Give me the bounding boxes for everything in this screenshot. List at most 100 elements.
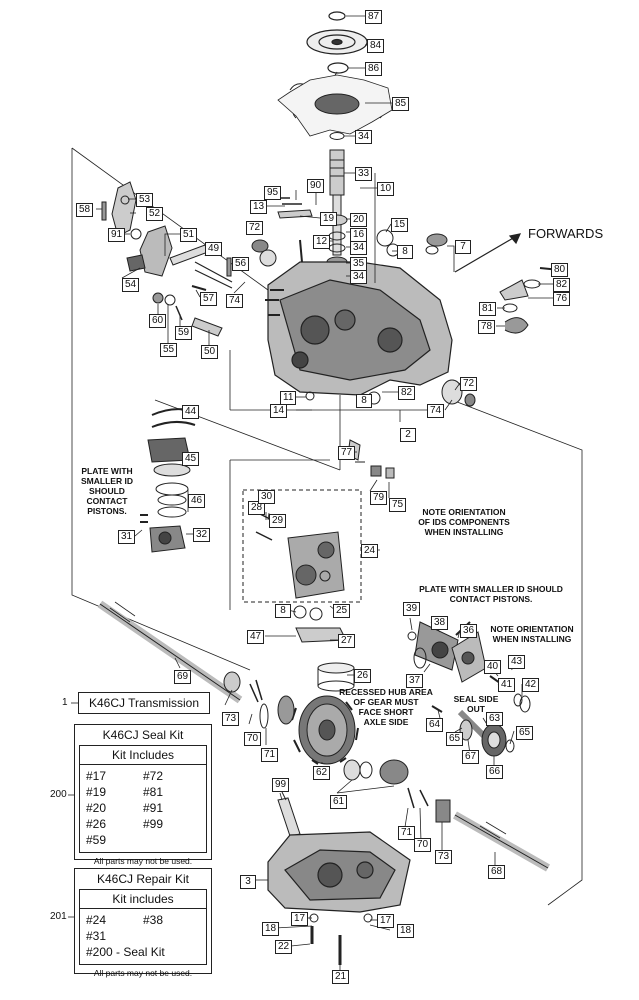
kit-item: #200 - Seal Kit (86, 945, 165, 959)
right-axle (407, 787, 550, 872)
part-number: 36 (460, 624, 478, 638)
forwards-label: FORWARDS (528, 226, 604, 241)
note-line: NOTE ORIENTATION (422, 507, 506, 517)
part-number: 18 (262, 922, 280, 936)
part-number: 51 (180, 228, 198, 242)
part-number: 19 (320, 212, 338, 226)
part-number: 74 (427, 404, 445, 418)
part-number: 72 (460, 377, 478, 391)
note-plate-left: PLATE WITH SMALLER ID SHOULD CONTACT PIS… (70, 466, 144, 516)
part-number: 29 (269, 514, 287, 528)
bevel-gears (343, 759, 409, 785)
repair-kit-box: K46CJ Repair Kit Kit includes #24 #38 #3… (74, 868, 212, 978)
part-number: 2 (400, 428, 416, 442)
part-number: 25 (333, 604, 351, 618)
seal-kit-footer: All parts may not be used. (93, 856, 193, 866)
part-number: 81 (479, 302, 497, 316)
note-line: SHOULD (89, 486, 125, 496)
part-number: 56 (232, 257, 250, 271)
kit-item: #17 (86, 769, 107, 783)
part-number: 17 (291, 912, 309, 926)
note-line: OUT (467, 704, 485, 714)
part-number: 42 (522, 678, 540, 692)
part-number: 43 (508, 655, 526, 669)
note-recessed-hub: RECESSED HUB AREA OF GEAR MUST FACE SHOR… (330, 687, 442, 727)
part-number: 55 (160, 343, 178, 357)
part-number: 71 (261, 748, 279, 762)
part-number: 34 (350, 241, 368, 255)
repair-kit-inner: Kit includes #24 #38 #31 #200 - Seal Kit (79, 889, 207, 965)
note-line: PLATE WITH (81, 466, 133, 476)
part-number: 99 (272, 778, 290, 792)
pulley-group (306, 11, 368, 74)
part-number: 73 (222, 712, 240, 726)
title-ref-number: 1 (62, 697, 68, 708)
note-plate-right: PLATE WITH SMALLER ID SHOULD CONTACT PIS… (419, 584, 563, 604)
note-line: OF IDS COMPONENTS (418, 517, 510, 527)
part-number: 38 (431, 616, 449, 630)
part-number: 33 (355, 167, 373, 181)
part-number: 77 (338, 446, 356, 460)
part-number: 35 (350, 257, 368, 271)
part-number: 47 (247, 630, 265, 644)
note-seal-side: SEAL SIDE OUT (446, 694, 506, 714)
part-number: 8 (275, 604, 291, 618)
part-number: 14 (270, 404, 288, 418)
part-number: 10 (377, 182, 395, 196)
part-number: 37 (406, 674, 424, 688)
part-number: 84 (367, 39, 385, 53)
part-number: 80 (551, 263, 569, 277)
pump-parts (407, 621, 531, 713)
part-number: 87 (365, 10, 383, 24)
transmission-title: K46CJ Transmission (88, 696, 200, 710)
part-number: 91 (108, 228, 126, 242)
part-number: 22 (275, 940, 293, 954)
note-line: OF GEAR MUST (353, 697, 419, 707)
part-number: 27 (338, 634, 356, 648)
kit-item: #59 (86, 833, 107, 847)
part-number: 20 (350, 213, 368, 227)
bull-gear (249, 679, 359, 765)
kit-item: #99 (143, 817, 164, 831)
seal-kit-includes: Kit Includes (80, 748, 206, 765)
note-line: RECESSED HUB AREA (339, 687, 433, 697)
part-number: 50 (201, 345, 219, 359)
part-number: 69 (174, 670, 192, 684)
part-number: 85 (392, 97, 410, 111)
part-number: 75 (389, 498, 407, 512)
part-number: 82 (553, 278, 571, 292)
part-number: 34 (350, 270, 368, 284)
lower-housing (267, 831, 411, 913)
filter-parts (293, 605, 355, 692)
part-number: 70 (414, 838, 432, 852)
repair-kit-items: #24 #38 #31 #200 - Seal Kit (86, 912, 200, 960)
part-number: 39 (403, 602, 421, 616)
seal-kit-title: K46CJ Seal Kit (102, 728, 184, 742)
note-orientation-right: NOTE ORIENTATION WHEN INSTALLING (484, 624, 580, 644)
part-number: 15 (391, 218, 409, 232)
note-line: WHEN INSTALLING (424, 527, 504, 537)
part-number: 60 (149, 314, 167, 328)
kit-item: #38 (143, 913, 164, 927)
part-number: 28 (248, 501, 266, 515)
part-number: 24 (361, 544, 379, 558)
part-number: 18 (397, 924, 415, 938)
part-number: 67 (462, 750, 480, 764)
part-number: 58 (76, 203, 94, 217)
kit-item (143, 928, 200, 944)
note-ids-orientation: NOTE ORIENTATION OF IDS COMPONENTS WHEN … (408, 507, 520, 537)
part-number: 54 (122, 278, 140, 292)
part-number: 90 (307, 179, 325, 193)
part-number: 59 (175, 326, 193, 340)
kit-item: #91 (143, 801, 164, 815)
seal-kit-inner: Kit Includes #17 #72 #19 #81 #20 #91 #26… (79, 745, 207, 853)
part-number: 70 (244, 732, 262, 746)
part-number: 65 (516, 726, 534, 740)
part-number: 79 (370, 491, 388, 505)
main-housing (265, 261, 453, 396)
kit-item: #81 (143, 785, 164, 799)
part-number: 44 (182, 405, 200, 419)
gear-train (431, 705, 515, 757)
sealant-tube (277, 791, 301, 837)
